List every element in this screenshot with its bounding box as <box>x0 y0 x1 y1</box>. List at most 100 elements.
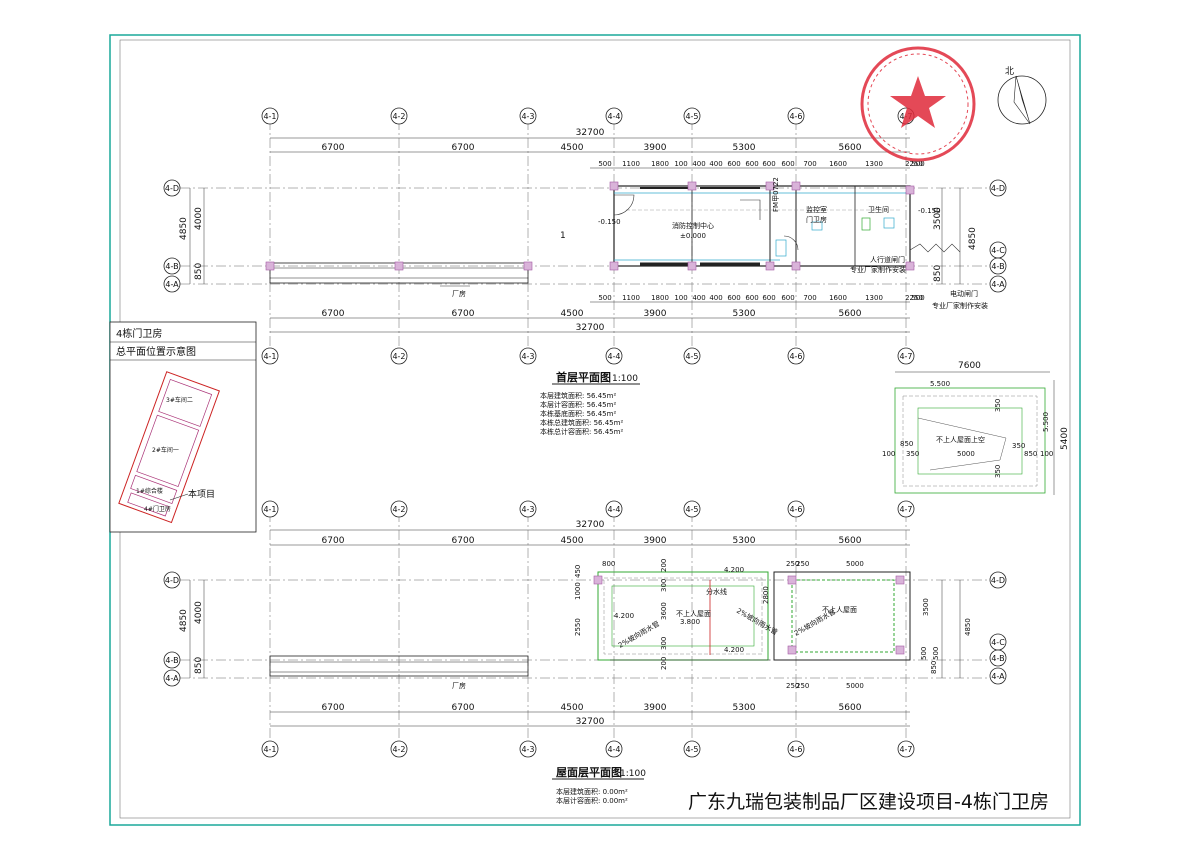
rd-dim: 5.500 <box>1042 412 1050 432</box>
rf-dim-label: 1000 <box>574 582 582 600</box>
gf-note: 电动闸门 <box>950 289 978 298</box>
rf-elevation: 3.800 <box>680 618 700 626</box>
gf-row-label-right: 4-B <box>991 262 1004 271</box>
gf-span-dim: 4500 <box>561 143 584 153</box>
gf-axis-label: 4-7 <box>899 352 912 361</box>
gf-axis-bubble <box>605 347 623 365</box>
gf-row-label: 4-B <box>165 262 178 271</box>
gf-span-dim-bottom: 5300 <box>733 309 756 319</box>
gf-span-dim: 5300 <box>733 143 756 153</box>
structural-column <box>791 181 801 191</box>
sub-dim-label: 100 <box>674 160 687 168</box>
rf-axis-label: 4-5 <box>685 745 698 754</box>
site-label: 1#综合楼 <box>136 487 163 495</box>
rf-axis-label: 4-4 <box>607 745 620 754</box>
rf-span-dim-bottom: 4500 <box>561 703 584 713</box>
rf-axis-bubble <box>683 740 701 758</box>
sub-dim-label: 600 <box>745 294 758 302</box>
gf-span-dim: 6700 <box>452 143 475 153</box>
site-label: 2#车间一 <box>152 446 179 454</box>
site-callout: 本项目 <box>188 488 215 500</box>
gf-axis-bubble <box>261 347 279 365</box>
rf-axis-label: 4-7 <box>899 505 912 514</box>
rf-axis-label: 4-1 <box>263 745 276 754</box>
roof-floor-plan: 32700 6700 6700 4500 3900 5300 5600 厂房 4… <box>163 500 1007 805</box>
rf-slope: 2%坡向雨水管 <box>793 607 837 638</box>
gf-elevation-label: ±0.000 <box>680 232 706 240</box>
gf-axis-label: 4-4 <box>607 112 620 121</box>
rf-label: 不上人屋面 <box>676 609 711 618</box>
rf-axis-label: 4-4 <box>607 505 620 514</box>
rf-slope: 2%坡向雨水管 <box>735 606 779 637</box>
gf-axis-label: 4-5 <box>685 112 698 121</box>
area-stat: 本层计容面积: 0.00m² <box>556 796 628 805</box>
rf-dim-label: 200 <box>660 559 668 572</box>
gf-axis-label: 4-6 <box>789 112 802 121</box>
sub-dim-label: 600 <box>727 294 740 302</box>
gf-factory-label: 厂房 <box>452 289 466 298</box>
gf-elevation-label: -0.150 <box>598 218 621 226</box>
gf-row-bubble-right <box>989 179 1007 197</box>
rf-elevation: 4.200 <box>614 612 634 620</box>
sub-dim-label: 1600 <box>829 160 847 168</box>
gf-axis-label: 4-3 <box>521 352 534 361</box>
structural-column <box>687 261 697 271</box>
gf-axis-bubble <box>519 107 537 125</box>
gf-axis-bubble <box>787 347 805 365</box>
sub-dim-label: 600 <box>727 160 740 168</box>
rf-axis-bubble <box>897 500 915 518</box>
rf-row-label: 4-B <box>165 656 178 665</box>
company-seal <box>860 46 976 162</box>
rf-left-dim: 850 <box>194 657 204 674</box>
gf-span-dim: 5600 <box>839 143 862 153</box>
gf-door-tag: FM甲0722 <box>772 177 780 212</box>
sub-dim-label: 600 <box>762 294 775 302</box>
rf-axis-bubble <box>787 500 805 518</box>
rf-dim-label: 500 <box>920 647 928 660</box>
sub-dim-label: 1600 <box>829 294 847 302</box>
area-stat: 本栋总计容面积: 56.45m² <box>540 427 623 436</box>
gf-row-bubble <box>163 275 181 293</box>
gf-note: 专业厂家制作安装 <box>932 301 988 310</box>
sub-dim-label: 500 <box>598 294 611 302</box>
gf-row-bubble <box>163 257 181 275</box>
sub-dim-label: 600 <box>745 160 758 168</box>
rf-span-dim-bottom: 5300 <box>733 703 756 713</box>
gf-axis-label: 4-2 <box>392 352 405 361</box>
gf-span-dim: 3900 <box>644 143 667 153</box>
sub-dim-label: 400 <box>709 294 722 302</box>
gf-room-label: 消防控制中心 <box>672 221 714 230</box>
gf-span-dim-bottom: 6700 <box>322 309 345 319</box>
rf-dim-label: 3600 <box>660 602 668 620</box>
sub-dim-label: 2250 <box>905 160 923 168</box>
rf-row-bubble <box>163 571 181 589</box>
gf-row-label: 4-D <box>165 184 179 193</box>
gf-axis-bubble <box>390 107 408 125</box>
gf-axis-bubble <box>390 347 408 365</box>
rd-dim: 850 <box>900 440 913 448</box>
rf-plan-scale: 1:100 <box>620 769 646 779</box>
rd-dim: 850 <box>1024 450 1037 458</box>
rf-axis-label: 4-6 <box>789 505 802 514</box>
rf-dim-label: 300 <box>660 637 668 650</box>
gf-axis-label: 4-1 <box>263 352 276 361</box>
site-caption: 总平面位置示意图 <box>116 345 196 358</box>
rf-row-bubble-right <box>989 667 1007 685</box>
gf-row-label-right: 4-A <box>991 280 1005 289</box>
rf-dim-label: 250 <box>786 560 799 568</box>
rf-axis-label: 4-7 <box>899 745 912 754</box>
sub-dim-label: 700 <box>803 160 816 168</box>
rf-row-label-right: 4-A <box>991 672 1005 681</box>
sub-dim-label: 600 <box>781 160 794 168</box>
rd-dim: 5000 <box>957 450 975 458</box>
rf-row-bubble-right <box>989 649 1007 667</box>
gf-span-dim-bottom: 5600 <box>839 309 862 319</box>
rf-axis-label: 4-5 <box>685 505 698 514</box>
gf-left-dim: 850 <box>194 263 204 280</box>
gf-right-dim: 4850 <box>968 227 978 250</box>
site-plan-inset: 4栋门卫房 总平面位置示意图 3#车间二 2#车间一 1#综合楼 4#门卫房 本… <box>109 321 257 533</box>
rf-label: 不上人屋面 <box>822 605 857 614</box>
site-label: 3#车间二 <box>166 396 193 404</box>
rd-height: 5400 <box>1060 427 1070 450</box>
